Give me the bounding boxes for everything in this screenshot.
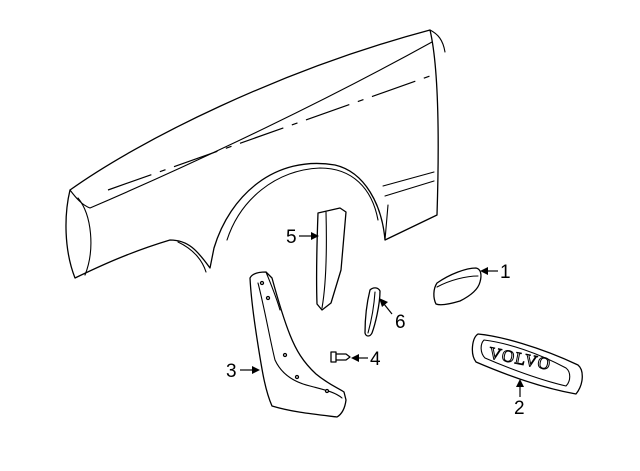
fender-moulding-shape	[315, 207, 347, 311]
callout-4: 4	[351, 349, 381, 370]
callout-label: 5	[286, 227, 297, 248]
mud-flap-hole-3	[282, 352, 288, 358]
callout-6: 6	[379, 298, 406, 333]
mud-flap-hole-5	[324, 388, 330, 394]
arrowhead-icon	[252, 366, 260, 374]
callout-label: 2	[514, 398, 525, 419]
fender-wheel-arch-lip	[226, 167, 379, 241]
fender-moulding-edge	[321, 211, 327, 309]
emblem-cover-edge	[436, 275, 479, 288]
mud-flap-hole-4	[294, 374, 300, 380]
callout-3: 3	[226, 361, 260, 382]
trim-strip	[364, 287, 381, 337]
mud-flap	[249, 271, 347, 418]
fender-rear-foot	[177, 241, 207, 273]
fender-character-line	[107, 75, 431, 191]
screw	[330, 351, 351, 363]
fender-lower-crease-b	[384, 180, 435, 197]
fender-left-end	[77, 197, 92, 276]
callout-label: 1	[500, 262, 511, 283]
fender-moulding	[315, 207, 347, 311]
arrowhead-icon	[379, 298, 388, 307]
arrowhead-icon	[516, 379, 524, 387]
emblem-cover-shape	[433, 267, 482, 306]
fender	[65, 29, 446, 279]
screw-head	[330, 351, 337, 363]
trim-strip-edge	[367, 291, 376, 334]
callout-2: 2	[514, 379, 525, 419]
emblem-cover	[433, 267, 482, 306]
volvo-emblem-inner	[480, 339, 571, 387]
fender-lower-crease-a	[382, 171, 435, 187]
arrowhead-icon	[351, 354, 359, 362]
leader-line	[383, 303, 393, 315]
fender-front-edge	[429, 29, 446, 53]
arrowhead-icon	[480, 267, 488, 275]
mud-flap-hole-1	[259, 280, 265, 286]
fender-body	[65, 29, 439, 279]
volvo-emblem: VOLVO	[471, 333, 583, 395]
callout-label: 3	[226, 361, 237, 382]
mud-flap-flange	[265, 271, 281, 311]
callout-label: 4	[370, 349, 381, 370]
arrowhead-icon	[311, 232, 319, 240]
fender-front-return	[384, 204, 389, 241]
mud-flap-hole-2	[265, 295, 271, 301]
callout-label: 6	[395, 312, 406, 333]
mud-flap-shape	[249, 271, 347, 418]
volvo-emblem-outer	[471, 333, 583, 395]
callout-5: 5	[286, 227, 319, 248]
callout-1: 1	[480, 262, 511, 283]
